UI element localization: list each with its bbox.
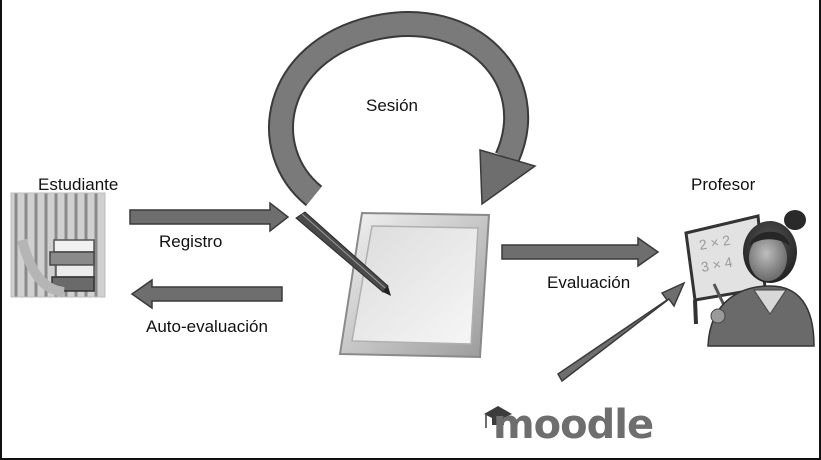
moodle-to-teacher-arrow [557, 281, 686, 383]
self-evaluation-arrow [130, 278, 283, 310]
evaluation-label: Evaluación [547, 273, 631, 292]
student-figure-icon [10, 192, 106, 298]
evaluation-arrow [501, 236, 660, 268]
session-loop-arrow [268, 11, 537, 207]
register-label: Registro [159, 232, 223, 251]
register-arrow [129, 201, 290, 233]
moodle-logo: moodle [493, 402, 654, 448]
teacher-figure-icon [684, 210, 815, 347]
self-evaluation-label: Auto-evaluación [146, 317, 268, 336]
student-label: Estudiante [38, 175, 119, 194]
tablet-icon [295, 211, 491, 359]
board-text-line1: 2 × 2 [698, 232, 732, 253]
session-label: Sesión [366, 96, 418, 115]
board-text-line2: 3 × 4 [700, 254, 734, 275]
teacher-label: Profesor [691, 175, 756, 194]
moodle-cap-icon [484, 406, 512, 428]
